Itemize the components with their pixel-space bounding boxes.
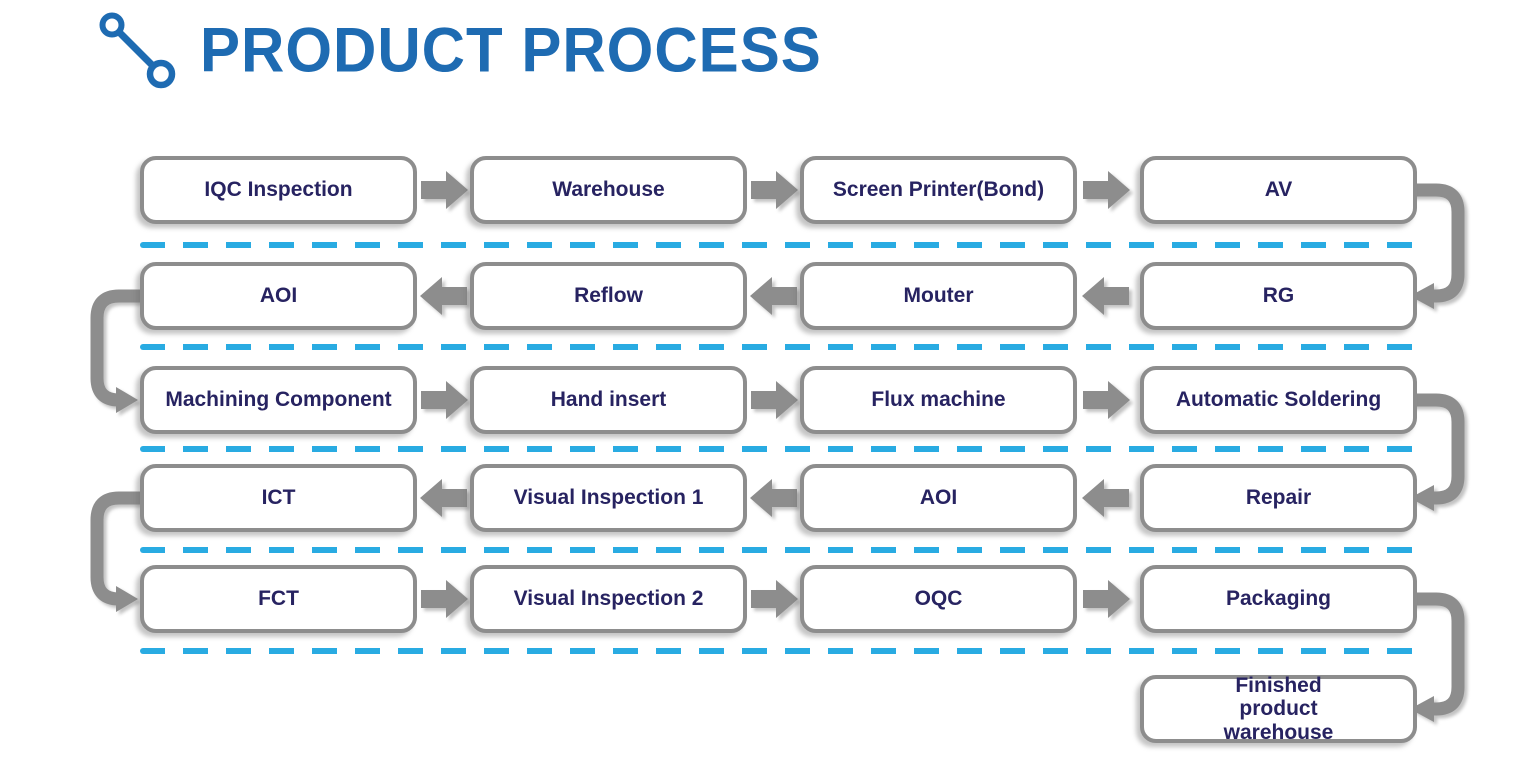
process-box-iqc-inspection: IQC Inspection	[140, 156, 417, 224]
row-divider	[140, 242, 1416, 248]
arrow-right-icon	[1083, 580, 1130, 618]
wrap-connector-left	[90, 491, 146, 606]
arrow-right-head-icon	[116, 387, 138, 413]
process-box-warehouse: Warehouse	[470, 156, 747, 224]
wrap-connector-right	[1404, 183, 1465, 303]
process-box-oqc: OQC	[800, 565, 1077, 633]
row-divider	[140, 446, 1416, 452]
wrap-connector-right	[1404, 393, 1465, 505]
arrow-right-icon	[1083, 171, 1130, 209]
process-box-av: AV	[1140, 156, 1417, 224]
process-box-repair: Repair	[1140, 464, 1417, 532]
wrap-connector-left	[90, 289, 146, 407]
wrap-connector-right	[1404, 592, 1465, 716]
process-box-screen-printer: Screen Printer(Bond)	[800, 156, 1077, 224]
process-box-reflow: Reflow	[470, 262, 747, 330]
arrow-right-icon	[421, 580, 468, 618]
process-box-machining-component: Machining Component	[140, 366, 417, 434]
arrow-left-head-icon	[1410, 283, 1434, 309]
arrow-right-head-icon	[116, 586, 138, 612]
arrow-left-icon	[750, 479, 797, 517]
process-box-aoi-2: AOI	[800, 464, 1077, 532]
arrow-left-icon	[750, 277, 797, 315]
arrow-left-icon	[420, 479, 467, 517]
arrow-left-icon	[1082, 277, 1129, 315]
link-nodes-icon	[99, 12, 176, 89]
arrow-right-icon	[751, 580, 798, 618]
process-box-visual-inspection-1: Visual Inspection 1	[470, 464, 747, 532]
process-box-flux-machine: Flux machine	[800, 366, 1077, 434]
process-box-hand-insert: Hand insert	[470, 366, 747, 434]
process-box-packaging: Packaging	[1140, 565, 1417, 633]
row-divider	[140, 547, 1416, 553]
process-box-ict: ICT	[140, 464, 417, 532]
arrow-right-icon	[421, 381, 468, 419]
arrow-right-icon	[1083, 381, 1130, 419]
process-box-rg: RG	[1140, 262, 1417, 330]
process-box-mouter: Mouter	[800, 262, 1077, 330]
process-box-finished-product-warehouse: Finished product warehouse	[1140, 674, 1417, 744]
arrow-right-icon	[751, 171, 798, 209]
page-title: PRODUCT PROCESS	[200, 15, 822, 86]
process-box-fct: FCT	[140, 565, 417, 633]
arrow-left-head-icon	[1410, 485, 1434, 511]
arrow-left-icon	[420, 277, 467, 315]
process-box-automatic-soldering: Automatic Soldering	[1140, 366, 1417, 434]
arrow-left-icon	[1082, 479, 1129, 517]
row-divider	[140, 648, 1416, 654]
arrow-right-icon	[421, 171, 468, 209]
arrow-right-icon	[751, 381, 798, 419]
process-box-visual-inspection-2: Visual Inspection 2	[470, 565, 747, 633]
arrow-left-head-icon	[1410, 696, 1434, 722]
process-box-aoi-1: AOI	[140, 262, 417, 330]
row-divider	[140, 344, 1416, 350]
